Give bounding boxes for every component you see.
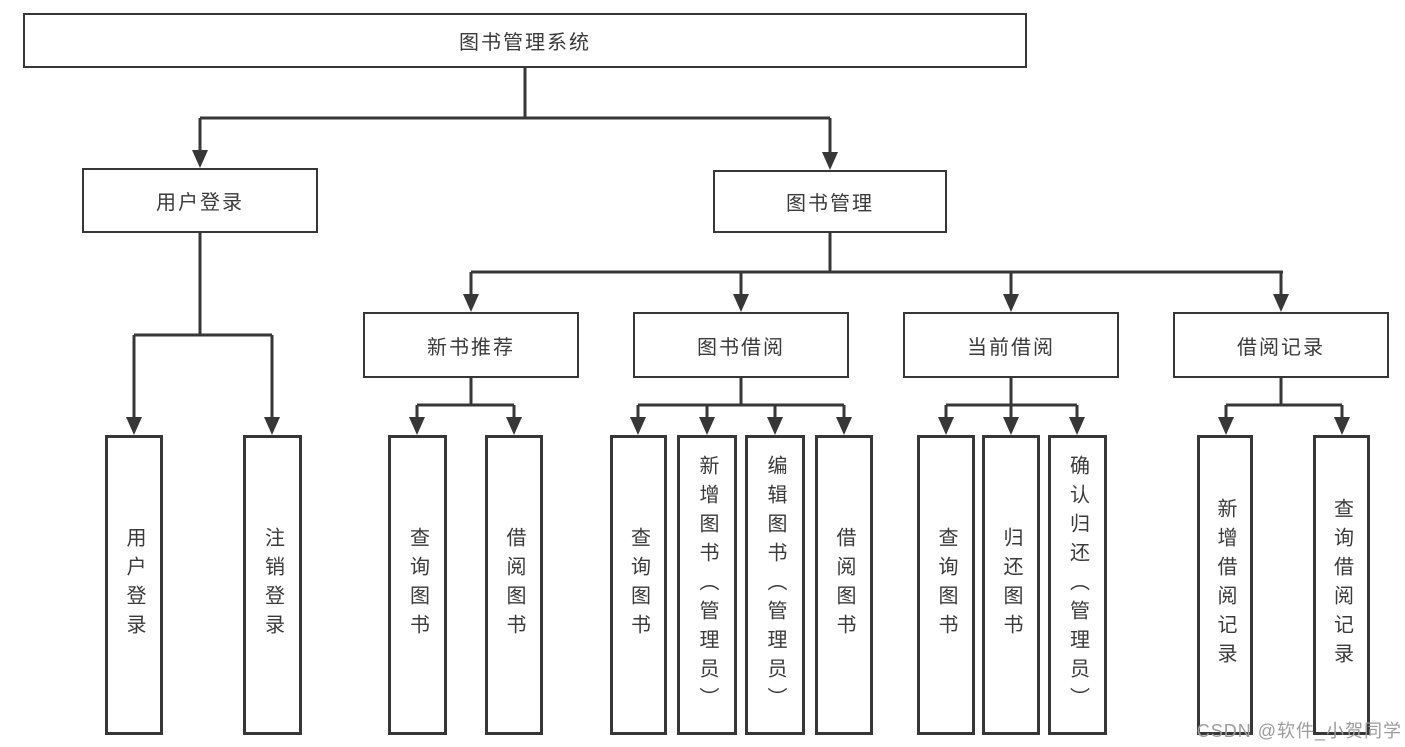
leaf-add-books-admin: 新增图书（管理员） [677, 435, 737, 735]
leaf-query-books-recommend: 查询图书 [388, 435, 447, 735]
node-user-login: 用户登录 [82, 168, 318, 233]
arrowheads [126, 150, 1350, 435]
node-label: 借阅图书 [503, 527, 525, 643]
leaf-logout: 注销登录 [243, 435, 302, 735]
leaf-query-books-borrow: 查询图书 [610, 435, 667, 735]
leaf-return-books: 归还图书 [982, 435, 1040, 735]
node-library-management-system: 图书管理系统 [23, 13, 1027, 68]
node-label: 确认归还（管理员） [1066, 454, 1089, 716]
node-label: 归还图书 [1000, 527, 1022, 643]
leaf-query-borrow-record: 查询借阅记录 [1313, 435, 1370, 735]
node-label: 借阅记录 [1237, 336, 1325, 359]
node-borrow-record: 借阅记录 [1173, 312, 1389, 378]
leaf-add-borrow-record: 新增借阅记录 [1197, 435, 1253, 735]
node-label: 当前借阅 [967, 336, 1055, 359]
node-new-book-recommend: 新书推荐 [363, 312, 579, 378]
node-label: 查询借阅记录 [1330, 498, 1353, 672]
leaf-borrow-books-recommend: 借阅图书 [485, 435, 543, 735]
node-label: 新增图书（管理员） [696, 454, 718, 716]
node-label: 编辑图书（管理员） [764, 454, 786, 716]
node-book-borrow: 图书借阅 [633, 312, 849, 378]
leaf-confirm-return-admin: 确认归还（管理员） [1048, 435, 1107, 735]
node-book-management: 图书管理 [713, 170, 947, 233]
node-label: 新增借阅记录 [1214, 498, 1236, 672]
node-label: 用户登录 [123, 527, 145, 643]
csdn-watermark: CSDN @软件_小贺同学 [1196, 721, 1402, 741]
node-label: 注销登录 [261, 527, 284, 643]
node-current-borrow: 当前借阅 [903, 312, 1119, 378]
node-label: 用户登录 [156, 192, 244, 214]
leaf-edit-books-admin: 编辑图书（管理员） [745, 435, 805, 735]
node-label: 查询图书 [406, 527, 429, 643]
leaf-borrow-books: 借阅图书 [815, 435, 873, 735]
node-label: 图书管理系统 [459, 32, 591, 54]
node-label: 借阅图书 [833, 527, 855, 643]
node-label: 图书管理 [786, 193, 874, 215]
leaf-query-books-current: 查询图书 [917, 435, 975, 735]
node-label: 查询图书 [935, 527, 957, 643]
node-label: 新书推荐 [427, 336, 515, 359]
node-label: 图书借阅 [697, 336, 785, 359]
node-label: 查询图书 [627, 527, 650, 643]
leaf-user-login: 用户登录 [105, 435, 163, 735]
